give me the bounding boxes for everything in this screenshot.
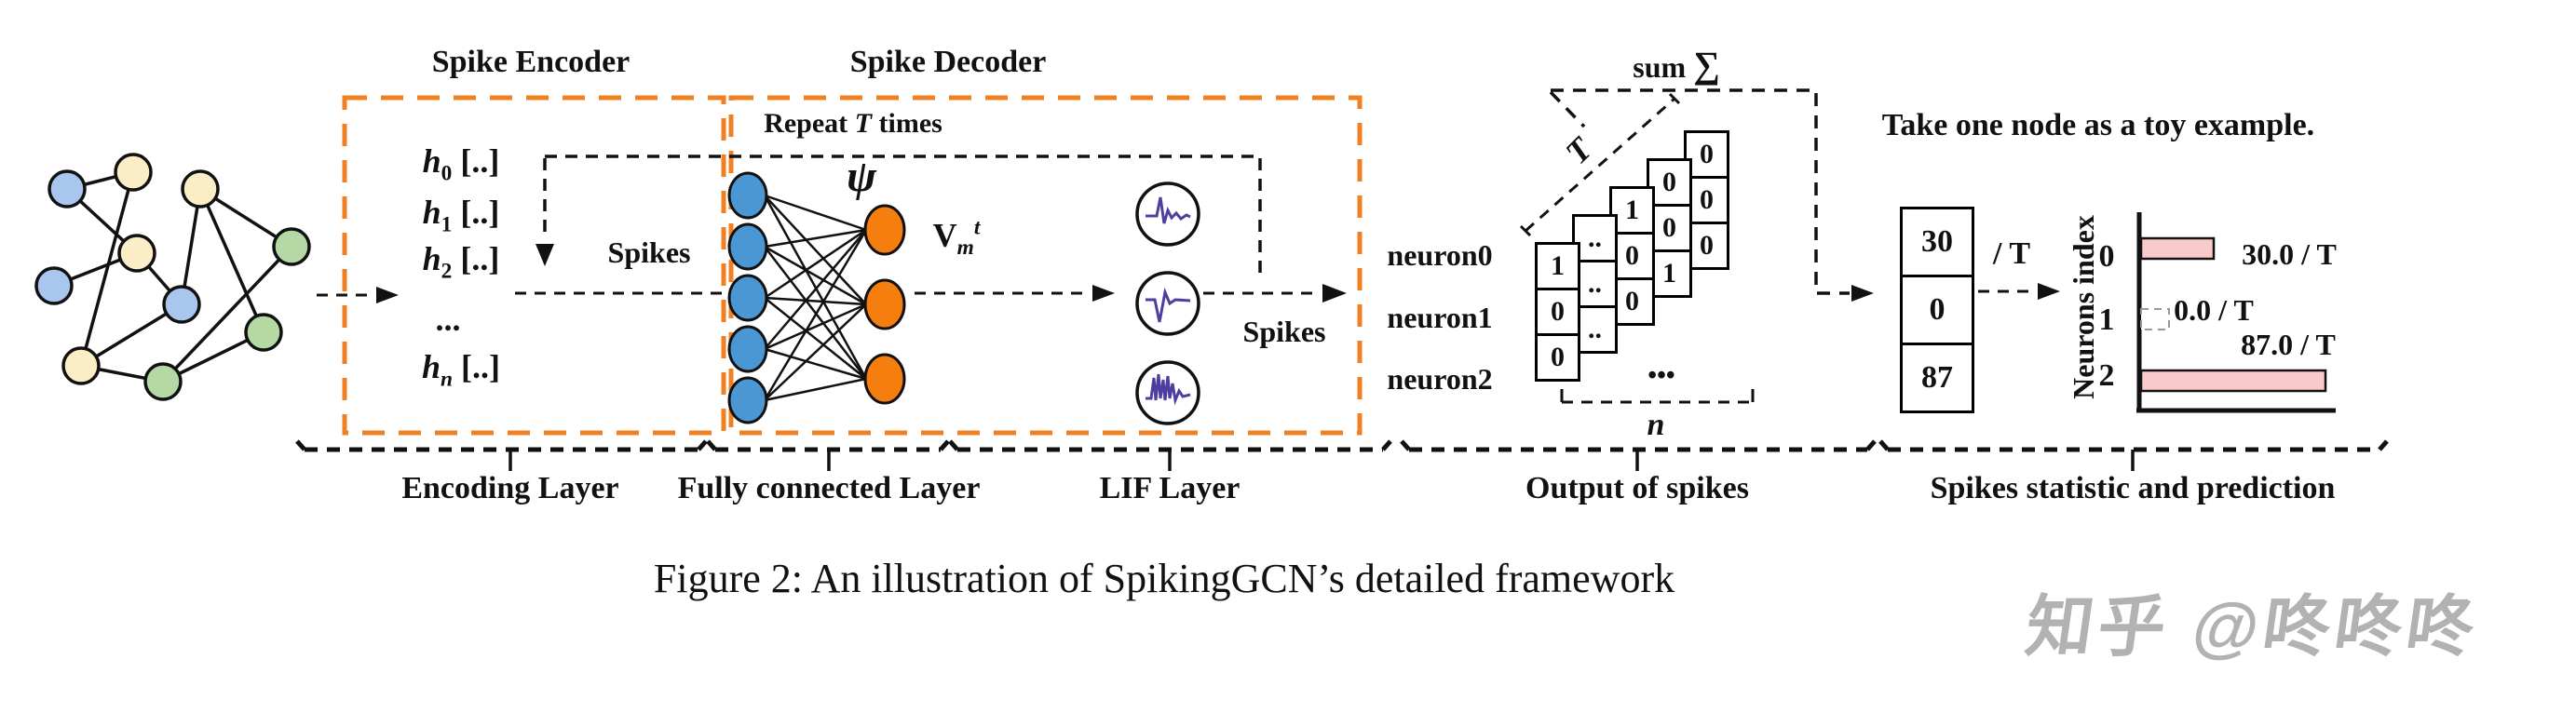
- bar-neuron2: [2139, 369, 2327, 393]
- graph-node-yellow: [61, 346, 101, 385]
- spike-decoder-box: [728, 95, 1363, 436]
- decoder-spikes-label: Spikes: [1242, 315, 1326, 348]
- graph-node-yellow: [117, 234, 156, 273]
- lif-output-arrow: [1203, 284, 1347, 303]
- sum-arrowhead: [1851, 285, 1874, 302]
- zhihu-watermark: 知乎 @咚咚咚: [2021, 590, 2484, 665]
- fc-input-nodes: [727, 171, 768, 424]
- graph-node-green: [143, 362, 183, 401]
- graph-node-blue: [162, 285, 201, 324]
- spike-cell: 0: [1535, 333, 1580, 382]
- divide-by-T-label: / T: [1992, 236, 2031, 271]
- n-bracket: [1560, 389, 1755, 404]
- vm-arrow: [915, 285, 1115, 302]
- graph-node-blue: [47, 169, 87, 209]
- neuron1-label: neuron1: [1387, 301, 1493, 334]
- count-cell-neuron2: 87: [1900, 343, 1974, 413]
- h-ellipsis: ...: [435, 301, 461, 338]
- spike-cell: 1: [1535, 242, 1580, 290]
- repeat-loop-path: [543, 155, 1262, 273]
- bar-label-neuron2: 87.0 / T: [2241, 328, 2336, 361]
- stack-ellipsis: •••: [1647, 361, 1675, 390]
- graph-node-yellow: [181, 169, 220, 209]
- lif-neurons: [1135, 182, 1200, 425]
- bar-neuron0: [2139, 236, 2216, 261]
- membrane-potential-label: Vmt: [932, 215, 981, 260]
- h2-vector: h2 [..]: [422, 240, 500, 284]
- graph-node-blue: [34, 266, 74, 305]
- spike-encoder-title: Spike Encoder: [431, 45, 630, 79]
- encoder-spikes-arrowhead: [536, 244, 554, 266]
- section-lif-layer: LIF Layer: [1099, 471, 1241, 505]
- graph-nodes: [34, 153, 311, 401]
- fc-connections: [763, 194, 868, 402]
- box-to-chart-arrow: [1978, 283, 2060, 300]
- fc-network: [727, 171, 906, 424]
- spike-decoder-title: Spike Decoder: [849, 45, 1047, 79]
- spike-cell: 1: [1609, 186, 1655, 235]
- graph-node-yellow: [114, 153, 153, 192]
- lif-neuron-circle: [1135, 271, 1200, 336]
- sum-path: [1549, 88, 1850, 295]
- bar-label-neuron1: 0.0 / T: [2174, 293, 2254, 327]
- section-encoding-layer: Encoding Layer: [401, 471, 619, 505]
- figure-caption: Figure 2: An illustration of SpikingGCN’…: [653, 556, 1675, 601]
- bracket-fully-connected: [706, 439, 950, 471]
- bar-label-neuron0: 30.0 / T: [2242, 237, 2337, 271]
- bracket-statistic: [1878, 439, 2389, 471]
- sum-label: sum ∑: [1633, 44, 1720, 86]
- toy-example-title: Take one node as a toy example.: [1881, 108, 2315, 142]
- time-axis-bracket: [1519, 92, 1681, 237]
- input-graph: [34, 153, 311, 401]
- bar-chart: [2136, 212, 2336, 413]
- chart-tick-0: 0: [2098, 239, 2115, 274]
- psi-symbol: ψ: [846, 152, 877, 201]
- graph-to-encoder-arrow: [317, 287, 399, 303]
- spike-waveforms: [1146, 196, 1191, 406]
- section-fully-connected-layer: Fully connected Layer: [677, 471, 981, 505]
- graph-node-green: [272, 227, 311, 266]
- section-spikes-statistic: Spikes statistic and prediction: [1930, 471, 2336, 505]
- section-brackets: [295, 439, 2389, 471]
- sigma-icon: ∑: [1693, 44, 1720, 86]
- h0-vector: h0 [..]: [422, 142, 500, 186]
- neuron2-label: neuron2: [1387, 362, 1493, 396]
- chart-tick-1: 1: [2098, 303, 2115, 337]
- spike-cell: 0: [1535, 288, 1580, 336]
- h1-vector: h1 [..]: [422, 194, 500, 237]
- graph-node-green: [244, 313, 283, 352]
- bracket-lif: [948, 439, 1392, 471]
- chart-y-axis-label: Neurons index: [2067, 215, 2100, 399]
- bracket-encoding: [295, 439, 708, 471]
- count-cell-neuron1: 0: [1900, 275, 1974, 345]
- hn-vector: hn [..]: [421, 348, 501, 392]
- section-output-of-spikes: Output of spikes: [1525, 471, 1749, 505]
- spike-cell: 0: [1684, 130, 1729, 179]
- bracket-output: [1400, 439, 1877, 471]
- count-cell-neuron0: 30: [1900, 207, 1974, 277]
- encoder-spikes-label: Spikes: [607, 235, 691, 269]
- spike-encoder-box: [342, 95, 726, 436]
- n-axis-label: n: [1647, 408, 1665, 442]
- neuron0-label: neuron0: [1387, 238, 1493, 272]
- bar-neuron1-empty: [2140, 308, 2170, 330]
- fc-output-nodes: [863, 204, 906, 405]
- chart-tick-2: 2: [2098, 358, 2115, 393]
- repeat-t-times-label: Repeat T times: [764, 108, 942, 139]
